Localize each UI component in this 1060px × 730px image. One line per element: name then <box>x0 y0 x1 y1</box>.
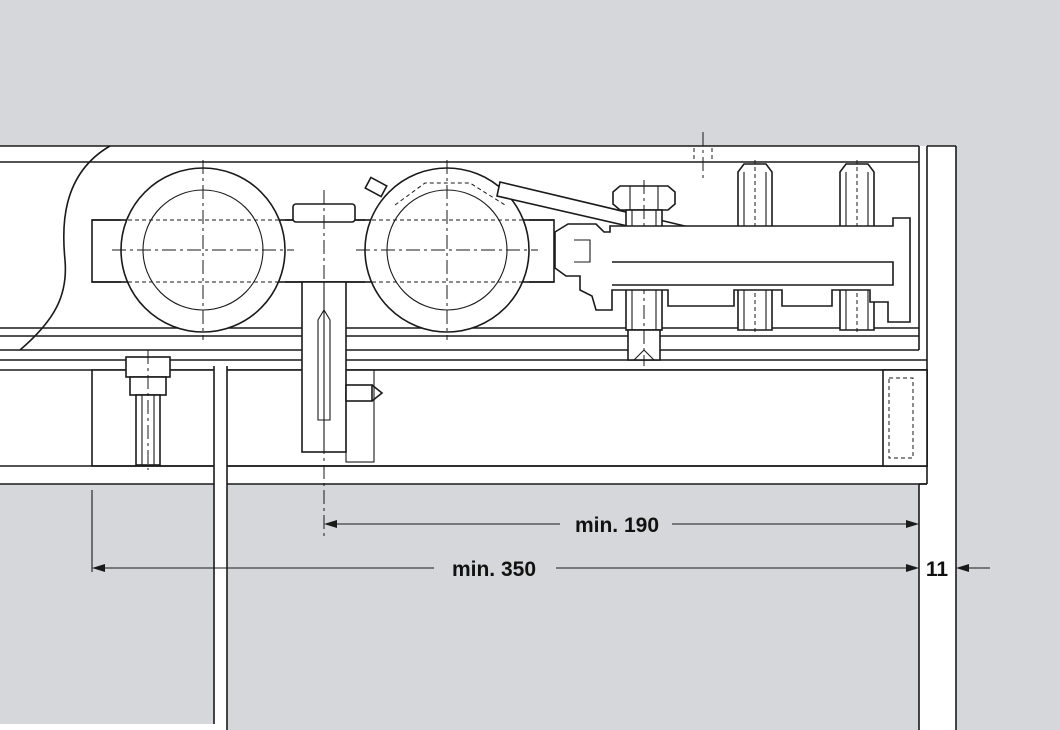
roller-wheel-left <box>112 160 294 340</box>
dimension-label-min-350: min. 350 <box>452 558 536 581</box>
dimension-label-min-190: min. 190 <box>575 514 659 537</box>
bracket-profile <box>554 217 911 323</box>
suspension-bolt <box>292 190 384 536</box>
dimension-label-11: 11 <box>926 558 949 581</box>
top-marks <box>693 132 713 180</box>
door-rail <box>0 366 928 730</box>
dimension-min-350: min. 350 <box>92 558 919 581</box>
dimension-min-190: min. 190 <box>324 514 919 537</box>
roller-wheel-right <box>356 160 538 340</box>
ceiling-area <box>0 0 1060 146</box>
right-wall-area <box>956 146 1060 730</box>
dimension-11: 11 <box>922 554 990 581</box>
lower-left-panel <box>0 484 214 724</box>
door-screw-left <box>125 350 171 470</box>
lower-door-panel <box>227 484 919 730</box>
